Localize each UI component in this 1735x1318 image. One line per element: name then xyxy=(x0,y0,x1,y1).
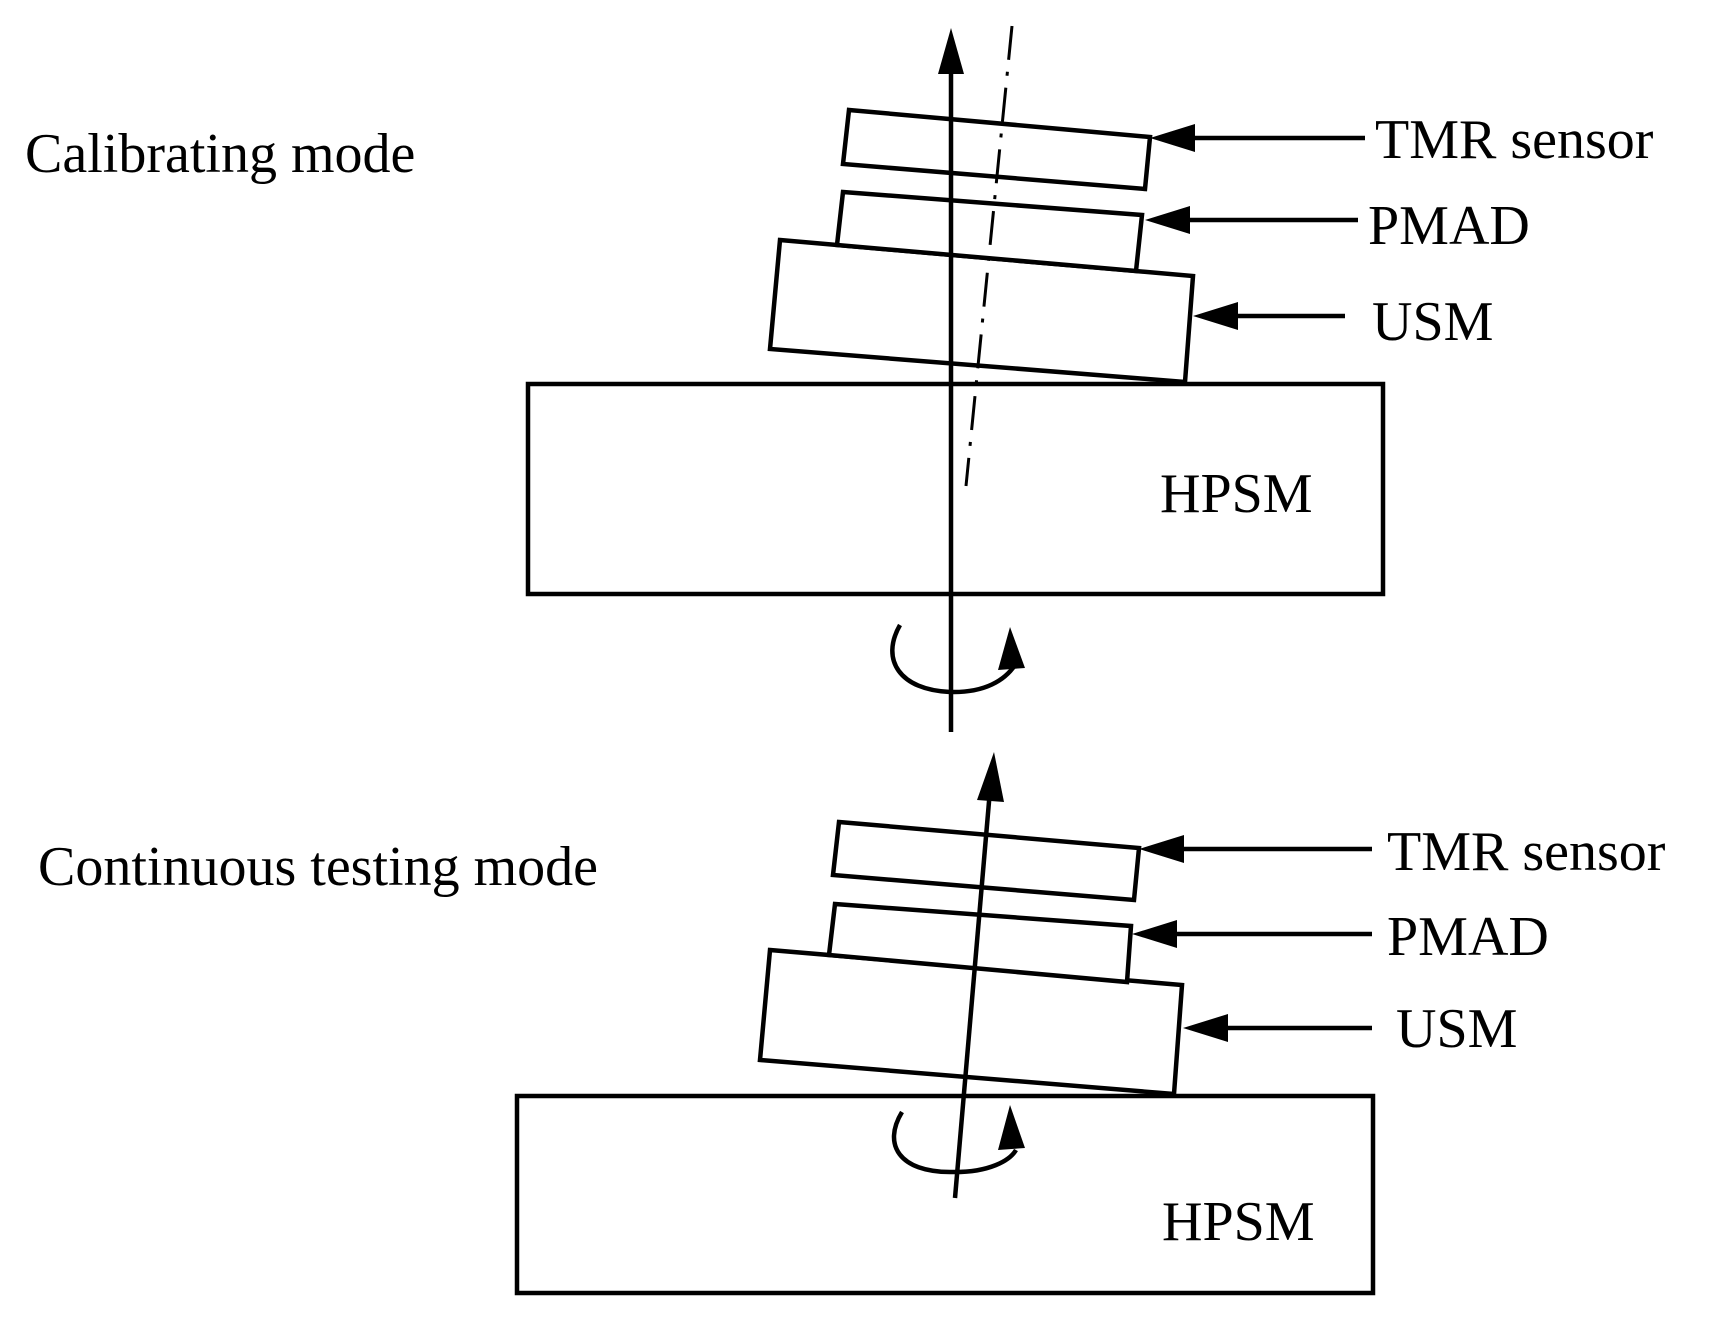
continuous-rotation-axis xyxy=(952,789,993,1199)
continuous-rotation-arc xyxy=(891,1110,1018,1175)
continuous-hpsm-block xyxy=(514,1093,1376,1296)
continuous-rotation-arrowhead xyxy=(998,1105,1025,1150)
continuous-mode-group: Continuous testing mode HPSM TMR sensor … xyxy=(38,752,1666,1296)
calibrating-hpsm-label: HPSM xyxy=(1160,463,1313,525)
continuous-usm-label: USM xyxy=(1396,998,1517,1060)
continuous-usm-arrowhead xyxy=(1183,1014,1228,1042)
calibrating-pmad-arrowhead xyxy=(1145,206,1190,234)
calibrating-tmr-label: TMR sensor xyxy=(1375,109,1654,171)
calibrating-rotation-arc xyxy=(890,623,1017,695)
calibrating-hpsm-block xyxy=(525,381,1386,597)
continuous-pmad-arrowhead xyxy=(1132,920,1177,948)
continuous-pmad-block xyxy=(826,901,1134,985)
continuous-pmad-label: PMAD xyxy=(1387,906,1549,968)
calibrating-mode-title: Calibrating mode xyxy=(25,123,415,185)
calibrating-tilted-axis xyxy=(964,25,1014,487)
calibrating-tmr-sensor-block xyxy=(840,107,1153,192)
continuous-mode-title: Continuous testing mode xyxy=(38,836,598,898)
calibrating-tmr-arrowhead xyxy=(1150,124,1195,152)
calibrating-rotation-arrowhead xyxy=(998,627,1025,670)
calibrating-mode-group: Calibrating mode HPSM TMR sensor PMAD US… xyxy=(25,25,1654,732)
continuous-tmr-label: TMR sensor xyxy=(1387,821,1666,883)
calibrating-pmad-block xyxy=(834,189,1145,274)
calibrating-usm-arrowhead xyxy=(1193,302,1238,330)
calibrating-pmad-label: PMAD xyxy=(1368,195,1530,257)
continuous-hpsm-label: HPSM xyxy=(1162,1191,1315,1253)
continuous-tmr-arrowhead xyxy=(1139,835,1184,863)
calibrating-usm-label: USM xyxy=(1372,291,1493,353)
calibrating-axis-arrowhead xyxy=(938,28,964,74)
continuous-axis-arrowhead xyxy=(977,752,1004,802)
